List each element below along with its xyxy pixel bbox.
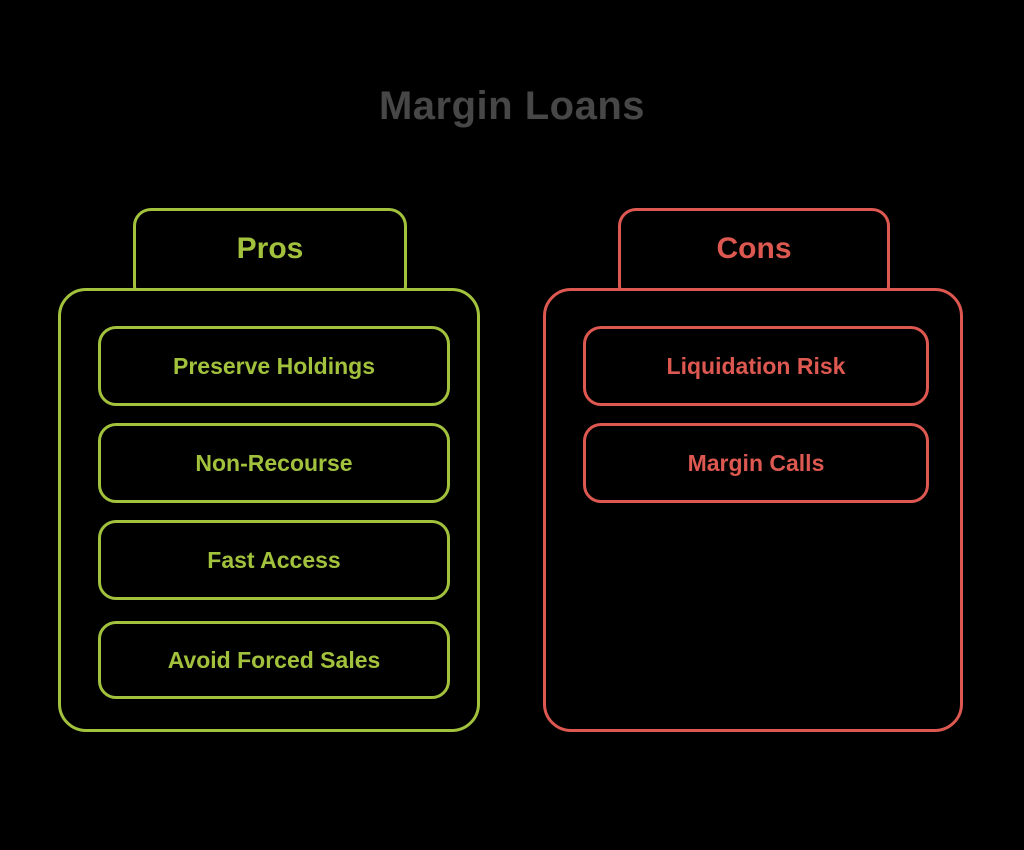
pros-item-non-recourse: Non-Recourse	[98, 423, 450, 503]
pros-item-preserve-holdings: Preserve Holdings	[98, 326, 450, 406]
cons-item-label: Margin Calls	[687, 449, 825, 476]
pros-item-label: Avoid Forced Sales	[167, 646, 381, 673]
cons-container: Liquidation Risk Margin Calls	[543, 288, 963, 732]
pros-item-label: Preserve Holdings	[173, 352, 375, 379]
cons-header-label: Cons	[716, 232, 792, 265]
pros-item-label: Non-Recourse	[195, 449, 353, 476]
cons-item-label: Liquidation Risk	[666, 352, 846, 379]
diagram-title: Margin Loans	[378, 84, 646, 128]
pros-header-label: Pros	[236, 232, 304, 265]
pros-container: Preserve Holdings Non-Recourse Fast Acce…	[58, 288, 480, 732]
pros-item-fast-access: Fast Access	[98, 520, 450, 600]
pros-item-label: Fast Access	[207, 546, 341, 573]
cons-item-margin-calls: Margin Calls	[583, 423, 929, 503]
pros-item-avoid-forced-sales: Avoid Forced Sales	[98, 621, 450, 699]
cons-item-liquidation-risk: Liquidation Risk	[583, 326, 929, 406]
